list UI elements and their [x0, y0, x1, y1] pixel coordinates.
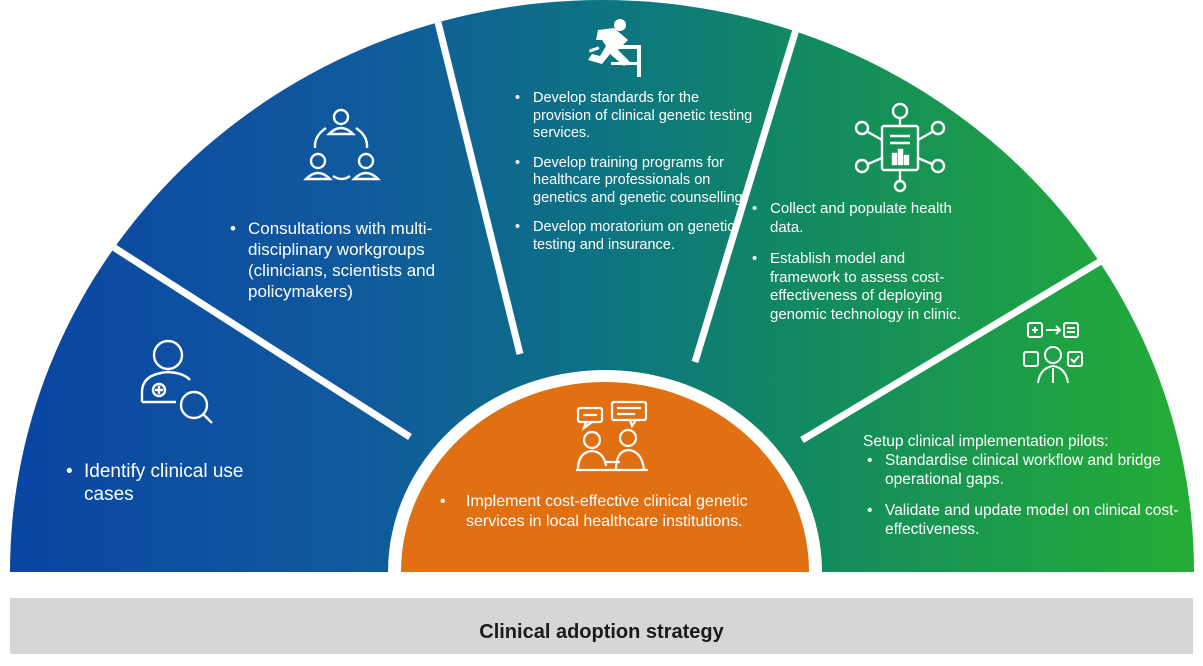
- segment-consult-text: Consultations with multi-disciplinary wo…: [230, 218, 490, 302]
- segment-pilots-text: Setup clinical implementation pilots: St…: [863, 432, 1198, 551]
- divider-4: [800, 248, 1118, 444]
- bullet-item: Standardise clinical workflow and bridge…: [867, 451, 1198, 489]
- banner-title: Clinical adoption strategy: [479, 621, 724, 643]
- segment-standards-text: Develop standards for the provision of c…: [515, 90, 755, 266]
- doctor-search-icon: [140, 339, 213, 424]
- team-network-icon: [303, 108, 381, 181]
- bullet-item: Implement cost-effective clinical geneti…: [440, 492, 800, 532]
- bullet-item: Validate and update model on clinical co…: [867, 501, 1198, 539]
- segment-identify-text: Identify clinical use cases: [66, 460, 296, 506]
- bullet-item: Develop standards for the provision of c…: [515, 90, 755, 143]
- bullet-item: Consultations with multi-disciplinary wo…: [230, 218, 490, 302]
- bullet-item: Establish model and framework to assess …: [752, 250, 967, 324]
- consultation-icon: [576, 400, 648, 472]
- divider-2: [426, 0, 524, 355]
- bullet-item: Develop moratorium on genetic testing an…: [515, 219, 755, 254]
- divider-1: [108, 242, 412, 440]
- center-segment-text: Implement cost-effective clinical geneti…: [440, 492, 800, 532]
- bullet-item: Collect and populate health data.: [752, 200, 967, 237]
- bullet-item: Identify clinical use cases: [66, 460, 296, 506]
- workflow-person-icon: [1023, 322, 1083, 384]
- bullet-item: Develop training programs for healthcare…: [515, 155, 755, 208]
- data-hub-icon: [854, 102, 946, 193]
- banner: Clinical adoption strategy: [10, 598, 1193, 654]
- segment-heading: Setup clinical implementation pilots:: [863, 433, 1109, 450]
- segment-data-text: Collect and populate health data. Establ…: [752, 200, 967, 337]
- hurdle-runner-icon: [588, 19, 641, 77]
